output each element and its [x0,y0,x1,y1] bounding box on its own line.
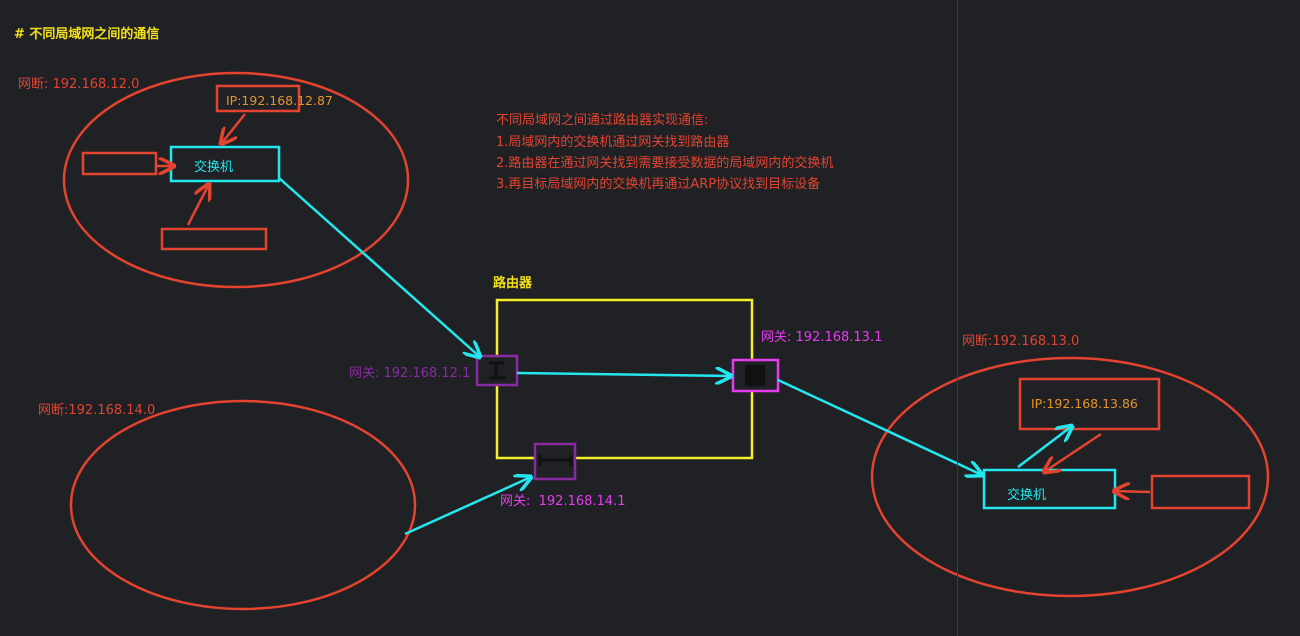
lan-12-boundary [62,71,410,289]
lan-13-device-right-arrow [1114,491,1151,492]
lan-13-label: 网断:192.168.13.0 [962,334,1079,349]
page-title: # 不同局域网之间的通信 [14,26,159,42]
gateway-13-label: 网关: 192.168.13.1 [761,330,882,345]
router-title: 路由器 [493,275,533,291]
gateway-12-label: 网关: 192.168.12.1 [349,366,470,381]
lan-12-ip-label: IP:192.168.12.87 [226,93,333,108]
lan-13-switch-to-ip-arrow [1017,426,1072,468]
lan-12-device-left [81,151,158,176]
notes-line-1: 1.局域网内的交换机通过网关找到路由器 [496,134,729,150]
router-port-left-icon [489,361,506,380]
lan-13-boundary [870,356,1270,598]
lan-12-ip-box [215,84,301,113]
router-internal-arrow [516,373,731,376]
lan-12-switch-label: 交换机 [194,159,233,175]
canvas-divider [957,0,958,636]
notes-line-3: 3.再目标局域网内的交换机再通过ARP协议找到目标设备 [496,176,820,192]
notes-line-2: 2.路由器在通过网关找到需要接受数据的局域网内的交换机 [496,155,833,171]
router-port-bottom-icon [538,455,573,466]
lan-14-to-router-arrow [404,477,531,536]
lan-13-ip-to-switch-arrow [1044,432,1102,472]
lan-12-label: 网断: 192.168.12.0 [18,77,139,92]
lan-13-switch-box [982,468,1117,510]
switch-12-to-router-arrow [278,177,480,357]
lan-13-device-right [1150,474,1251,510]
lan-12-device-bottom-arrow [186,184,209,226]
notes-line-0: 不同局域网之间通过路由器实现通信: [496,112,708,128]
lan-13-ip-label: IP:192.168.13.86 [1031,396,1138,411]
router-box [495,298,754,460]
lan-12-ip-to-switch-arrow [221,113,246,144]
router-to-switch-13-arrow [777,378,982,475]
lan-13-switch-label: 交换机 [1007,487,1046,503]
lan-14-label: 网断:192.168.14.0 [38,403,155,418]
lan-13-ip-box [1018,377,1161,431]
lan-14-boundary [69,399,417,611]
gateway-14-label: 网关: 192.168.14.1 [500,494,625,509]
lan-12-device-bottom [160,227,268,251]
router-port-right-icon [745,365,765,386]
